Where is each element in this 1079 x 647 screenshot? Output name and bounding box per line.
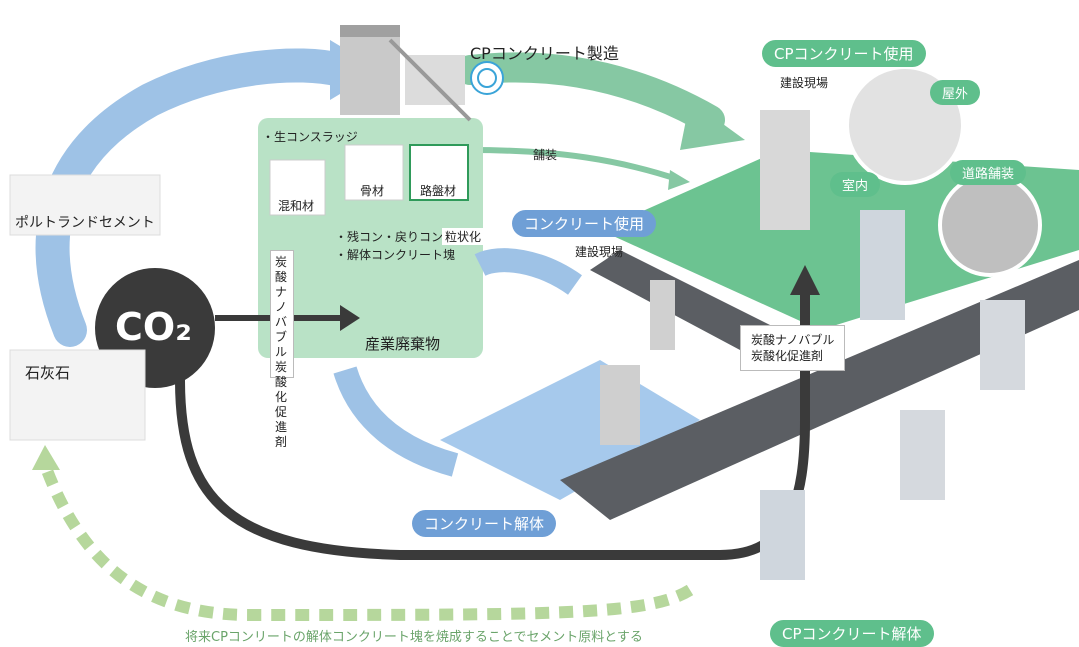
label-outdoor: 屋外	[930, 80, 981, 105]
cp-logo-seal	[470, 61, 504, 95]
factory-illustration	[340, 25, 472, 122]
co2-loop-arrow	[175, 290, 810, 560]
cement-box-bg	[9, 174, 161, 236]
blue-return-arc-upper	[474, 248, 582, 295]
label-industrial-waste: 産業廃棄物	[365, 335, 441, 353]
nanobubble-box-left: 炭酸ナノバブル 炭酸化促進剤	[270, 250, 294, 449]
co2-to-waste-arrowhead	[340, 305, 360, 331]
label-residual: ・残コン・戻りコン	[335, 230, 444, 244]
label-roadbed: 路盤材	[420, 184, 457, 198]
nanobubble-box-right: 炭酸ナノバブル 炭酸化促進剤	[740, 325, 846, 371]
label-road-paving: 道路舗装	[950, 160, 1027, 185]
inset-road	[938, 173, 1042, 277]
label-admixture: 混和材	[278, 199, 315, 213]
label-co2: CO₂	[115, 305, 192, 349]
label-cp-manufacture: CPコンクリート製造	[470, 44, 619, 63]
label-concrete-use: コンクリート使用	[512, 210, 657, 237]
green-arrow-paving	[469, 147, 681, 183]
nanobubble-left-a: 炭酸ナノバブル	[275, 255, 288, 359]
label-limestone: 石灰石	[25, 364, 71, 382]
road-main	[560, 260, 1079, 520]
green-arrow-to-site	[455, 52, 725, 135]
blue-return-arc-lower	[333, 366, 459, 477]
nanobubble-left-b: 炭酸化促進剤	[275, 360, 288, 449]
label-future-note: 将来CPコンリートの解体コンクリート塊を焼成することでセメント原料とする	[185, 630, 643, 645]
future-dashed-arrow	[39, 462, 694, 622]
label-site-1: 建設現場	[780, 76, 829, 90]
co2-loop-arrowhead	[790, 265, 820, 295]
label-cp-use: CPコンクリート使用	[762, 40, 926, 67]
label-cp-demolition: CPコンクリート解体	[770, 620, 934, 647]
label-aggregate: 骨材	[360, 184, 385, 198]
nanobubble-right-b: 炭酸化促進剤	[751, 349, 824, 363]
label-raw-sludge: ・生コンスラッジ	[262, 130, 358, 144]
label-site-2: 建設現場	[575, 245, 624, 259]
label-indoor: 室内	[830, 172, 881, 197]
limestone-box	[9, 349, 146, 441]
label-granulated: 粒状化	[442, 228, 485, 245]
tile-admixture	[269, 159, 326, 216]
green-arrowhead-site	[680, 100, 745, 150]
road-cross	[590, 250, 780, 350]
label-concrete-demolition: コンクリート解体	[412, 510, 557, 537]
label-portland-cement: ポルトランドセメント	[15, 215, 155, 231]
future-dashed-arrowhead	[32, 445, 60, 470]
tile-aggregate	[344, 144, 404, 201]
label-paving: 舗装	[533, 148, 558, 162]
nanobubble-right-a: 炭酸ナノバブル	[751, 333, 835, 347]
city-buildings	[600, 110, 1025, 580]
blue-cycle-arrow	[35, 48, 357, 347]
green-arrowhead-paving	[668, 170, 690, 190]
label-demolished-lump: ・解体コンクリート塊	[335, 248, 456, 262]
tile-roadbed	[409, 144, 469, 201]
